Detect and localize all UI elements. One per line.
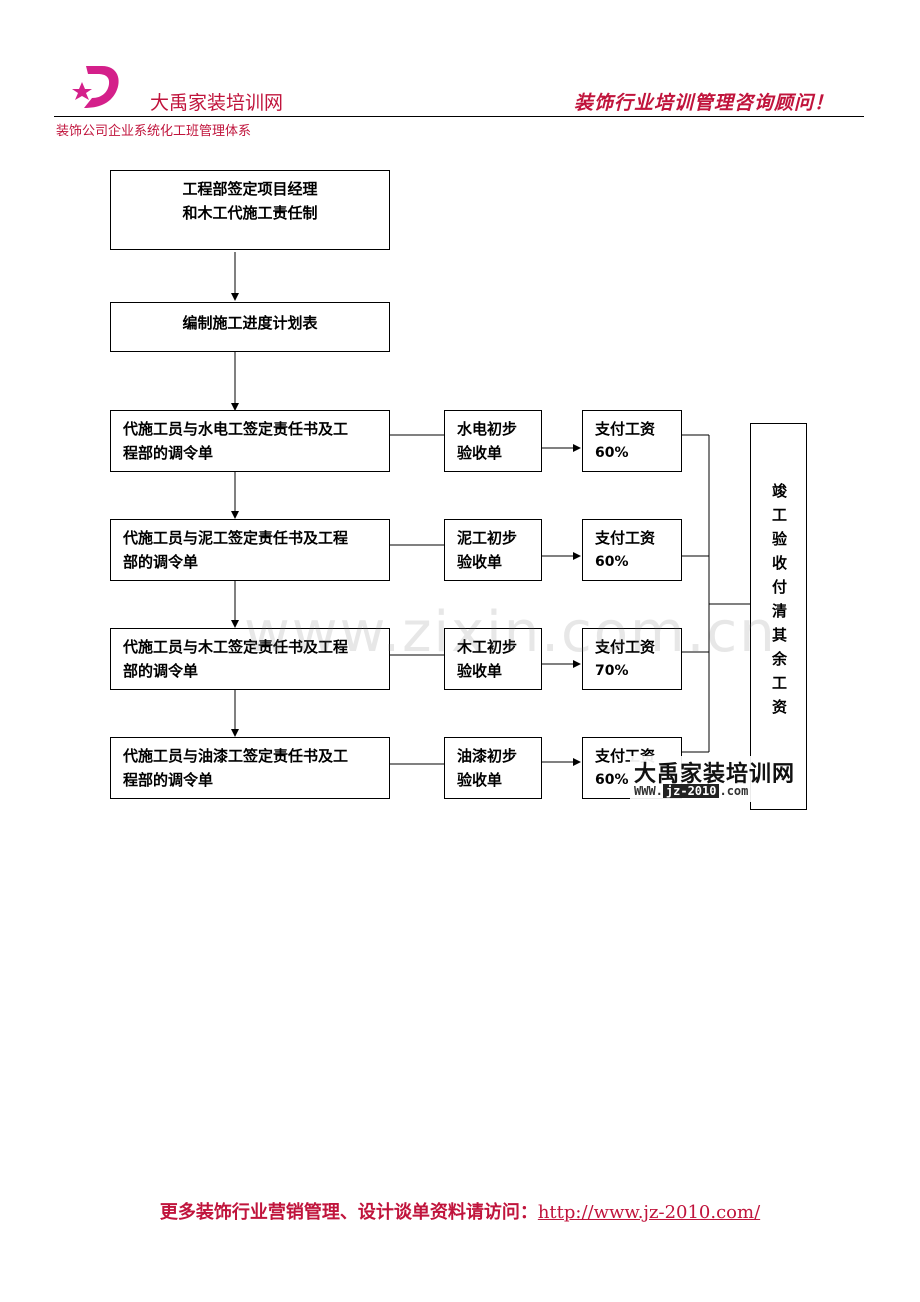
payment-electrical-label: 支付工资: [595, 420, 656, 438]
payment-masonry-label: 支付工资: [595, 529, 656, 547]
step-painting-line2: 程部的调令单: [123, 771, 214, 789]
box-inspection-electrical: 水电初步 验收单: [444, 410, 542, 472]
box-inspection-masonry: 泥工初步 验收单: [444, 519, 542, 581]
final-char: 其: [771, 626, 787, 644]
box-final-acceptance: 竣 工 验 收 付 清 其 余 工 资: [750, 423, 807, 810]
stamp-url-main: jz-2010: [662, 784, 720, 798]
final-char: 清: [771, 602, 787, 620]
final-char: 工: [771, 506, 787, 524]
box-payment-electrical: 支付工资 60%: [582, 410, 682, 472]
box-inspection-painting: 油漆初步 验收单: [444, 737, 542, 799]
final-char: 余: [771, 650, 787, 668]
box-payment-masonry: 支付工资 60%: [582, 519, 682, 581]
watermark-text: www.zixin.com.cn: [244, 600, 777, 665]
footer-text: 更多装饰行业营销管理、设计谈单资料请访问：: [159, 1202, 538, 1223]
payment-electrical-percent: 60%: [595, 445, 629, 461]
box-project-contract: 工程部签定项目经理 和木工代施工责任制: [110, 170, 390, 250]
inspection-painting-line2: 验收单: [457, 771, 503, 789]
final-char: 工: [771, 674, 787, 692]
d-star-logo-icon: [72, 66, 119, 108]
step-carpentry-line1: 代施工员与木工签定责任书及工程: [123, 638, 349, 656]
site-stamp: 大禹家装培训网 WWW.jz-2010.com: [630, 756, 800, 802]
inspection-electrical-line2: 验收单: [457, 444, 503, 462]
step-electrical-line2: 程部的调令单: [123, 444, 214, 462]
stamp-url: WWW.jz-2010.com: [634, 784, 748, 798]
box-project-contract-line2: 和木工代施工责任制: [182, 204, 318, 222]
step-masonry-line1: 代施工员与泥工签定责任书及工程: [123, 529, 349, 547]
step-painting-line1: 代施工员与油漆工签定责任书及工: [123, 747, 349, 765]
stamp-url-suffix: .com: [719, 784, 749, 798]
slogan: 装饰行业培训管理咨询顾问！: [573, 92, 834, 114]
payment-painting-percent: 60%: [595, 772, 629, 788]
stamp-url-prefix: WWW.: [634, 784, 663, 798]
payment-masonry-percent: 60%: [595, 554, 629, 570]
box-step-masonry: 代施工员与泥工签定责任书及工程 部的调令单: [110, 519, 390, 581]
footer-link[interactable]: http://www.jz-2010.com/: [537, 1202, 761, 1223]
step-masonry-line2: 部的调令单: [123, 553, 199, 571]
box-payment-carpentry: 支付工资 70%: [582, 628, 682, 690]
box-project-contract-line1: 工程部签定项目经理: [182, 180, 318, 198]
box-step-painting: 代施工员与油漆工签定责任书及工 程部的调令单: [110, 737, 390, 799]
box-schedule-plan-label: 编制施工进度计划表: [182, 314, 318, 332]
box-step-electrical: 代施工员与水电工签定责任书及工 程部的调令单: [110, 410, 390, 472]
final-char: 竣: [771, 482, 787, 500]
inspection-carpentry-line1: 木工初步: [457, 638, 518, 656]
brand-name: 大禹家装培训网: [150, 92, 284, 114]
final-char: 付: [771, 578, 787, 596]
stamp-title: 大禹家装培训网: [634, 762, 796, 787]
step-carpentry-line2: 部的调令单: [123, 662, 199, 680]
footer: 更多装饰行业营销管理、设计谈单资料请访问：http://www.jz-2010.…: [0, 1198, 920, 1224]
payment-carpentry-label: 支付工资: [595, 638, 656, 656]
payment-carpentry-percent: 70%: [595, 663, 629, 679]
final-char: 资: [771, 698, 787, 716]
step-electrical-line1: 代施工员与水电工签定责任书及工: [123, 420, 349, 438]
final-char: 验: [771, 530, 787, 548]
inspection-carpentry-line2: 验收单: [457, 662, 503, 680]
final-char: 收: [771, 554, 787, 572]
inspection-painting-line1: 油漆初步: [457, 747, 518, 765]
inspection-electrical-line1: 水电初步: [457, 420, 518, 438]
header-divider: [54, 116, 864, 117]
document-subtitle: 装饰公司企业系统化工班管理体系: [56, 124, 252, 139]
box-inspection-carpentry: 木工初步 验收单: [444, 628, 542, 690]
box-step-carpentry: 代施工员与木工签定责任书及工程 部的调令单: [110, 628, 390, 690]
inspection-masonry-line1: 泥工初步: [457, 529, 518, 547]
inspection-masonry-line2: 验收单: [457, 553, 503, 571]
box-schedule-plan: 编制施工进度计划表: [110, 302, 390, 352]
